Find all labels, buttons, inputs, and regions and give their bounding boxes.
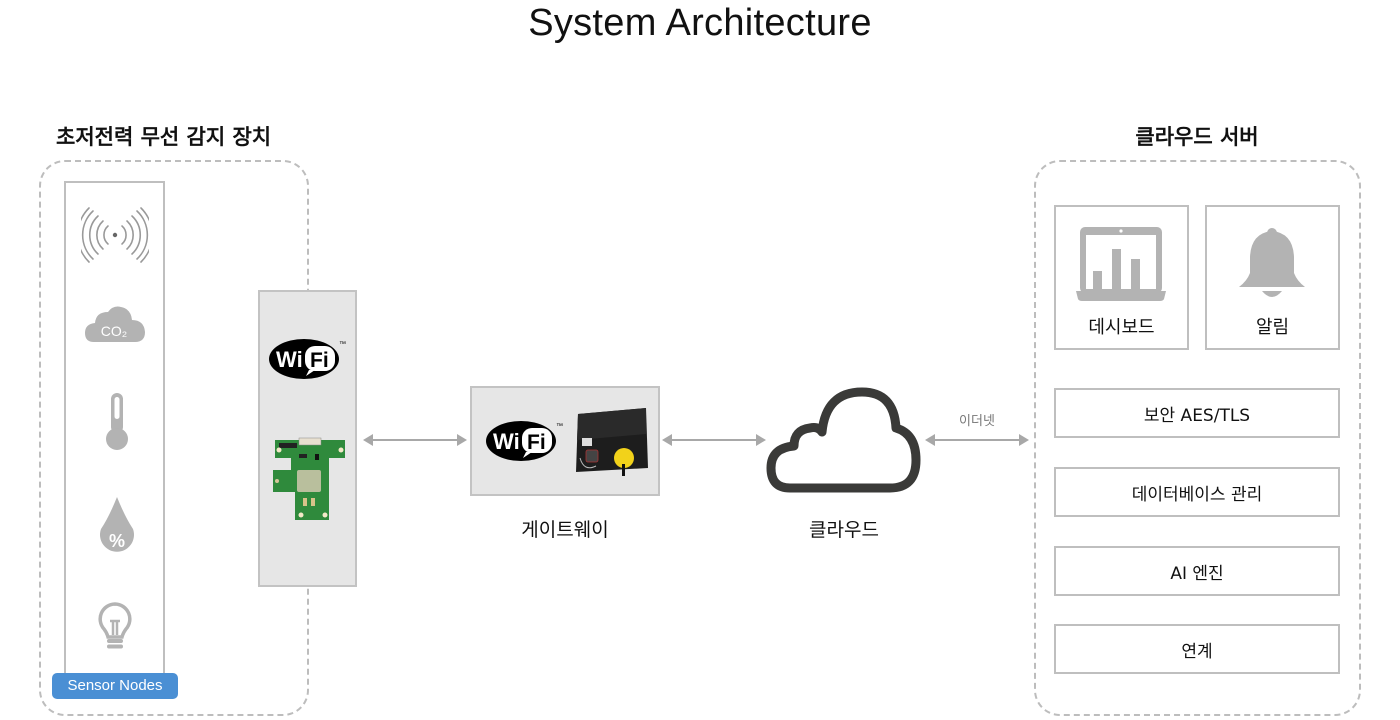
ai-engine-label: AI 엔진 [1170,563,1224,584]
pcb-module-image [271,436,349,528]
svg-text:Wi: Wi [276,347,303,372]
server-group-container [1034,160,1361,716]
svg-text:%: % [109,531,125,551]
gateway-cloud-link-arrow [662,432,766,448]
humidity-drop-icon: % [97,495,137,557]
dashboard-laptop-icon [1076,225,1166,305]
dashboard-label: 데시보드 [1088,317,1155,338]
dashboard-tile: 데시보드 [1054,205,1189,350]
cloud-server-link-arrow [925,432,1029,448]
alert-tile: 알림 [1205,205,1340,350]
cloud-label: 클라우드 [809,519,879,541]
ethernet-link-label: 이더넷 [959,414,995,429]
svg-text:Fi: Fi [310,349,329,372]
wireless-signal-icon [81,207,149,263]
sensor-gateway-link-arrow [363,432,467,448]
gateway-panel: Wi Fi ™ [470,386,660,496]
cloud-icon [766,384,922,496]
database-management-label: 데이터베이스 관리 [1131,484,1263,505]
svg-text:™: ™ [339,341,346,348]
sensor-module-panel: Wi Fi ™ [258,290,357,587]
sensor-group-title: 초저전력 무선 감지 장치 [56,125,272,149]
database-management-box: 데이터베이스 관리 [1054,467,1340,517]
svg-text:Wi: Wi [493,429,520,454]
integration-label: 연계 [1181,641,1213,662]
gateway-wifi-logo-icon: Wi Fi ™ [485,418,569,464]
integration-box: 연계 [1054,624,1340,674]
security-aes-tls-label: 보안 AES/TLS [1143,405,1251,426]
diagram-title: System Architecture [528,2,872,44]
server-group-title: 클라우드 서버 [1135,125,1259,149]
gateway-device-image [572,406,652,476]
svg-text:™: ™ [556,423,563,430]
light-bulb-icon [96,601,134,653]
co2-cloud-icon: CO₂ [84,304,146,344]
bell-icon [1237,227,1307,303]
ai-engine-box: AI 엔진 [1054,546,1340,596]
svg-text:Fi: Fi [527,431,546,454]
alert-label: 알림 [1255,317,1290,338]
wifi-logo-icon: Wi Fi ™ [268,336,352,382]
svg-text:CO₂: CO₂ [101,323,127,339]
sensor-nodes-badge: Sensor Nodes [52,673,178,699]
gateway-label: 게이트웨이 [521,519,609,541]
thermometer-icon [104,391,130,453]
security-aes-tls-box: 보안 AES/TLS [1054,388,1340,438]
sensor-column: CO₂ % [64,181,165,685]
